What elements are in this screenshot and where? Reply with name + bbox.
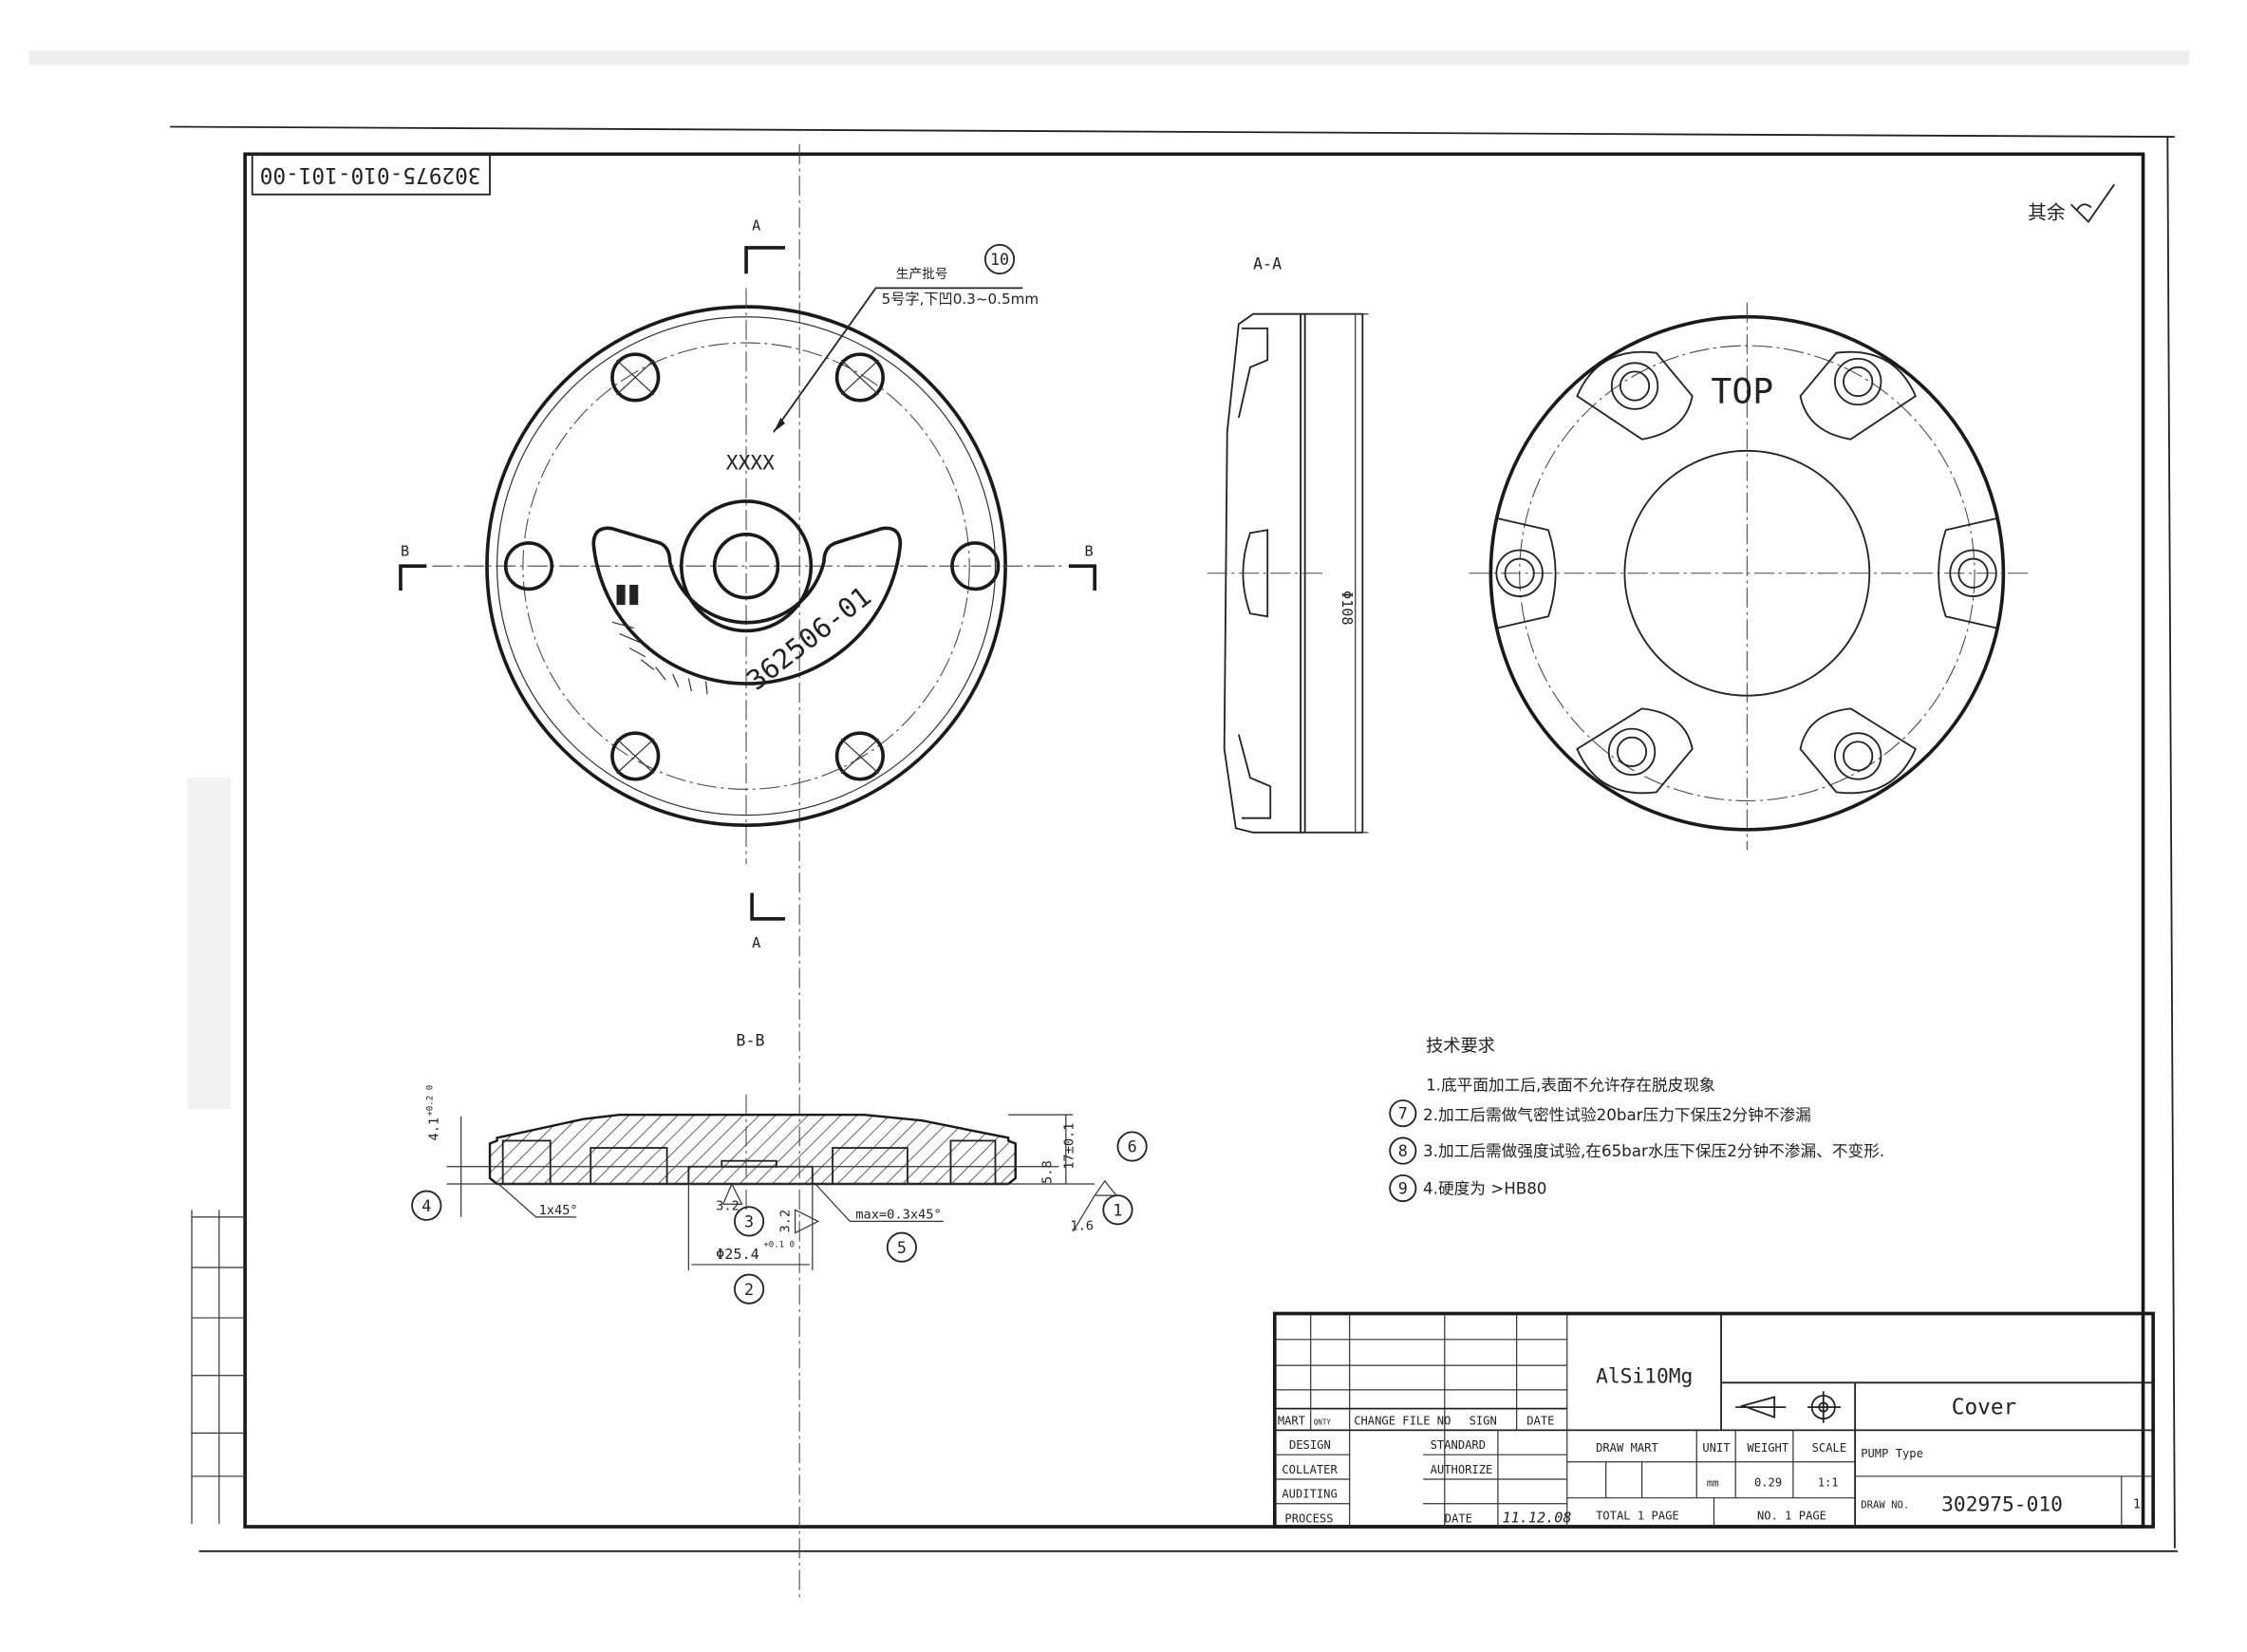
svg-text:NO. 1 PAGE: NO. 1 PAGE [1757, 1509, 1826, 1522]
svg-text:3.加工后需做强度试验,在65bar水压下保压2分钟不渗漏、: 3.加工后需做强度试验,在65bar水压下保压2分钟不渗漏、不变形. [1423, 1142, 1884, 1160]
svg-text:WEIGHT: WEIGHT [1747, 1441, 1788, 1455]
svg-text:TOTAL 1 PAGE: TOTAL 1 PAGE [1596, 1509, 1679, 1522]
svg-text:1.6: 1.6 [1070, 1219, 1094, 1234]
svg-text:5.8: 5.8 [1040, 1160, 1056, 1184]
balloons-bb: 1 2 3 4 5 6 [411, 1131, 1148, 1305]
margin-table [191, 1210, 246, 1524]
svg-text:A: A [752, 217, 760, 235]
svg-text:1.底平面加工后,表面不允许存在脱皮现象: 1.底平面加工后,表面不允许存在脱皮现象 [1426, 1076, 1715, 1094]
svg-text:DRAW NO.: DRAW NO. [1861, 1498, 1909, 1511]
svg-text:4.硬度为 >HB80: 4.硬度为 >HB80 [1423, 1180, 1546, 1198]
rear-view: TOP [1469, 302, 2032, 851]
svg-text:3.2: 3.2 [778, 1210, 794, 1233]
bolt-holes [503, 352, 1001, 781]
drawing-code-box: 302975-010-101-00 [251, 153, 491, 196]
drawing-frame [170, 125, 2178, 1599]
svg-text:B: B [1085, 543, 1094, 560]
svg-text:4.1: 4.1 [426, 1117, 441, 1141]
svg-text:+0.2 0: +0.2 0 [425, 1085, 435, 1117]
drawing-code-rotated: 302975-010-101-00 [260, 162, 481, 187]
drawing-number: 302975-010 [1941, 1492, 2063, 1516]
svg-text:7: 7 [1398, 1105, 1408, 1123]
svg-text:B: B [401, 543, 409, 560]
projection-symbol-icon [1735, 1391, 1841, 1423]
svg-text:1:1: 1:1 [1818, 1476, 1839, 1490]
scan-noise [28, 50, 2190, 1110]
svg-text:17±0.1: 17±0.1 [1061, 1123, 1077, 1170]
svg-text:AUTHORIZE: AUTHORIZE [1431, 1463, 1493, 1476]
svg-text:其余: 其余 [2028, 202, 2066, 224]
svg-text:STANDARD: STANDARD [1431, 1438, 1486, 1452]
svg-text:DESIGN: DESIGN [1289, 1438, 1331, 1452]
svg-text:11.12.08: 11.12.08 [1502, 1509, 1571, 1526]
svg-text:B-B: B-B [736, 1031, 764, 1049]
balloon-10: 10 [990, 251, 1009, 269]
technical-requirements: 技术要求 1.底平面加工后,表面不允许存在脱皮现象 7 2.加工后需做气密性试验… [1389, 1036, 1884, 1203]
svg-text:CHANGE FILE NO: CHANGE FILE NO [1354, 1414, 1451, 1427]
svg-text:A: A [752, 934, 760, 951]
svg-text:8: 8 [1398, 1142, 1408, 1160]
svg-text:1: 1 [1113, 1201, 1122, 1219]
tech-req-title: 技术要求 [1426, 1036, 1495, 1056]
svg-text:UNIT: UNIT [1702, 1441, 1731, 1455]
diameter-dim: Φ108 [1339, 591, 1356, 626]
roughness-symbol-icon [2070, 183, 2115, 224]
svg-text:4: 4 [421, 1197, 431, 1215]
svg-text:PROCESS: PROCESS [1284, 1511, 1333, 1525]
svg-text:2.加工后需做气密性试验20bar压力下保压2分钟不渗漏: 2.加工后需做气密性试验20bar压力下保压2分钟不渗漏 [1423, 1106, 1811, 1124]
material: AlSi10Mg [1596, 1364, 1693, 1388]
svg-text:3.2: 3.2 [716, 1198, 740, 1213]
svg-text:DATE: DATE [1445, 1511, 1472, 1525]
section-bb-view: B-B 4.1 +0.2 0 17±0.1 5.8 1x45° 3.2 3.2 … [411, 1031, 1148, 1305]
svg-text:5: 5 [897, 1239, 907, 1257]
svg-text:mm: mm [1707, 1477, 1719, 1490]
svg-text:6: 6 [1128, 1138, 1137, 1156]
svg-text:Φ25.4: Φ25.4 [716, 1246, 759, 1263]
svg-text:0.29: 0.29 [1754, 1476, 1782, 1490]
svg-text:9: 9 [1398, 1180, 1408, 1198]
svg-text:5号字,下凹0.3~0.5mm: 5号字,下凹0.3~0.5mm [882, 291, 1039, 308]
part-name: Cover [1952, 1396, 2016, 1420]
svg-text:1: 1 [2133, 1496, 2141, 1511]
svg-text:MART: MART [1278, 1414, 1306, 1427]
title-block: MART QNTY CHANGE FILE NO SIGN DATE DESIG… [1272, 1311, 2155, 1529]
svg-text:AUDITING: AUDITING [1282, 1488, 1337, 1501]
svg-text:SIGN: SIGN [1470, 1414, 1497, 1427]
svg-text:max=0.3x45°: max=0.3x45° [855, 1207, 941, 1222]
section-aa-view: A-A Φ108 [1207, 255, 1369, 834]
svg-text:2: 2 [744, 1281, 754, 1299]
top-mark: TOP [1711, 371, 1773, 412]
svg-text:DRAW MART: DRAW MART [1596, 1441, 1658, 1455]
svg-text:PUMP Type: PUMP Type [1861, 1447, 1923, 1460]
svg-text:生产批号: 生产批号 [896, 267, 948, 282]
svg-text:DATE: DATE [1526, 1414, 1554, 1427]
svg-text:3: 3 [744, 1212, 754, 1230]
xxxx-mark: XXXX [726, 452, 775, 476]
svg-text:COLLATER: COLLATER [1282, 1463, 1338, 1476]
svg-text:A-A: A-A [1253, 255, 1282, 273]
surface-note: 其余 [2028, 183, 2115, 224]
svg-text:SCALE: SCALE [1812, 1441, 1847, 1455]
svg-text:+0.1 0: +0.1 0 [763, 1241, 795, 1250]
rear-bosses [1495, 350, 1997, 795]
svg-text:QNTY: QNTY [1314, 1417, 1332, 1426]
svg-text:1x45°: 1x45° [539, 1203, 578, 1218]
